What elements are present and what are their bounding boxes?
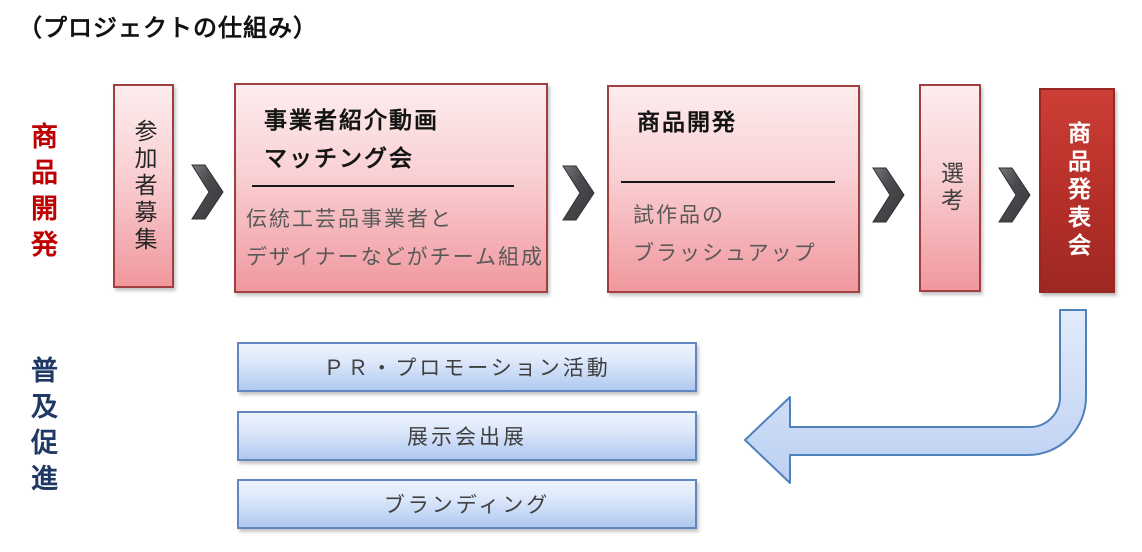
step-proddev-description-line1: 試作品の bbox=[633, 204, 725, 227]
flow-chevron-icon bbox=[872, 167, 905, 223]
section-label-promotion: 普及促進 bbox=[27, 356, 57, 500]
promo-box-pr: ＰＲ・プロモーション活動 bbox=[237, 342, 697, 392]
step-matching-title-line1: 事業者紹介動画 bbox=[264, 107, 439, 133]
divider-line bbox=[252, 185, 514, 187]
step-matching-title: 事業者紹介動画 マッチング会 bbox=[236, 85, 546, 177]
step-proddev-description-line2: ブラッシュアップ bbox=[633, 242, 817, 265]
step-box-presentation-label: 商品発表会 bbox=[1064, 120, 1091, 261]
step-matching-description-line1: 伝統工芸品事業者と bbox=[246, 208, 453, 231]
promo-box-branding: ブランディング bbox=[237, 479, 697, 529]
step-box-matching: 事業者紹介動画 マッチング会 伝統工芸品事業者と デザイナーなどがチーム組成 bbox=[234, 83, 548, 293]
step-matching-description: 伝統工芸品事業者と デザイナーなどがチーム組成 bbox=[236, 187, 546, 277]
section-label-product-development: 商品開発 bbox=[27, 122, 57, 266]
step-matching-description-line2: デザイナーなどがチーム組成 bbox=[246, 246, 544, 269]
step-proddev-title-line1: 商品開発 bbox=[637, 109, 737, 135]
flow-chevron-icon bbox=[998, 167, 1031, 223]
step-box-selection-label: 選考 bbox=[937, 161, 964, 215]
promo-box-exhibition: 展示会出展 bbox=[237, 411, 697, 461]
flow-chevron-icon bbox=[562, 165, 595, 221]
promo-box-branding-label: ブランディング bbox=[383, 494, 551, 517]
step-box-product-development: 商品開発 試作品の ブラッシュアップ bbox=[607, 85, 860, 293]
divider-line bbox=[621, 181, 835, 183]
promo-box-exhibition-label: 展示会出展 bbox=[407, 426, 527, 449]
step-box-recruitment: 参加者募集 bbox=[113, 84, 174, 288]
promo-box-pr-label: ＰＲ・プロモーション活動 bbox=[323, 357, 611, 380]
step-proddev-title: 商品開発 bbox=[609, 87, 858, 141]
page-title: （プロジェクトの仕組み） bbox=[18, 15, 318, 42]
step-matching-title-line2: マッチング会 bbox=[264, 145, 414, 171]
elbow-arrow-icon bbox=[744, 309, 1087, 484]
step-box-recruitment-label: 参加者募集 bbox=[131, 118, 157, 254]
flow-chevron-icon bbox=[191, 164, 224, 220]
step-box-selection: 選考 bbox=[919, 84, 981, 292]
step-box-presentation: 商品発表会 bbox=[1039, 88, 1115, 293]
step-proddev-description: 試作品の ブラッシュアップ bbox=[609, 183, 858, 273]
